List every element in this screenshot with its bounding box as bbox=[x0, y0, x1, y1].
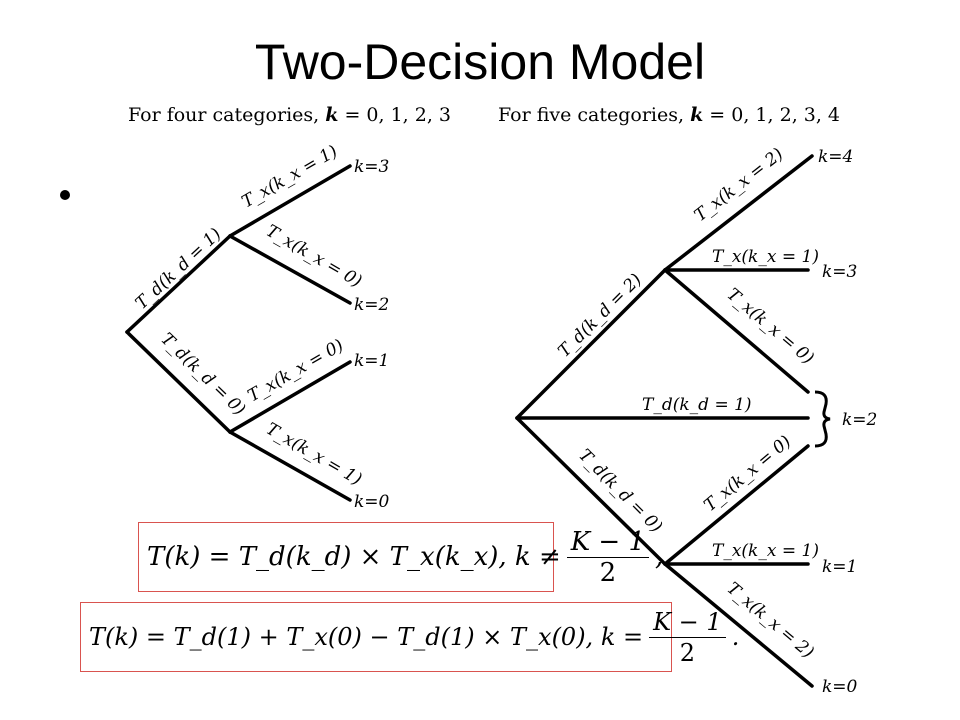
left-branch-bot-tx1 bbox=[228, 430, 352, 502]
left-leaf-1: k=1 bbox=[354, 351, 389, 371]
left-tree-caption: For four categories, k = 0, 1, 2, 3 bbox=[128, 104, 451, 126]
right-leaf-4: k=4 bbox=[818, 147, 853, 167]
right-branch-top-tx0 bbox=[663, 268, 810, 394]
left-branch-top-tx1 bbox=[228, 164, 352, 238]
left-label-td1: T_d(k_d = 1) bbox=[132, 224, 226, 313]
right-leaf-2: k=2 bbox=[842, 410, 877, 430]
formula-2-tail: . bbox=[731, 623, 740, 651]
right-tree bbox=[515, 154, 814, 688]
formula-2-lhs: T(k) = T_d(1) + T_x(0) − T_d(1) × T_x(0)… bbox=[89, 623, 644, 651]
formula-1-tail: , bbox=[655, 542, 664, 572]
left-tree bbox=[125, 164, 352, 502]
left-caption-values: = 0, 1, 2, 3 bbox=[338, 104, 451, 126]
right-branch-td0 bbox=[515, 416, 667, 566]
right-label-bot-tx1: T_x(k_x = 1) bbox=[712, 541, 819, 561]
right-branch-td2 bbox=[515, 268, 667, 420]
right-label-bot-tx0: T_x(k_x = 0) bbox=[700, 432, 795, 516]
right-leaf-0: k=0 bbox=[822, 677, 858, 697]
right-label-td2: T_d(k_d = 2) bbox=[554, 270, 646, 362]
right-caption-var: k bbox=[690, 104, 704, 126]
left-leaf-2: k=2 bbox=[354, 295, 389, 315]
left-leaf-3: k=3 bbox=[354, 157, 389, 177]
left-caption-var: k bbox=[325, 104, 339, 126]
right-branch-top-tx2 bbox=[663, 154, 814, 272]
right-leaf-3: k=3 bbox=[822, 262, 857, 282]
right-branch-bot-tx0 bbox=[663, 444, 810, 566]
right-label-td1: T_d(k_d = 1) bbox=[642, 395, 752, 415]
left-caption-prefix: For four categories, bbox=[128, 104, 320, 126]
left-leaf-0: k=0 bbox=[354, 492, 390, 512]
right-tree-caption: For five categories, k = 0, 1, 2, 3, 4 bbox=[498, 104, 840, 126]
right-label-top-tx1: T_x(k_x = 1) bbox=[712, 247, 819, 267]
right-label-top-tx0: T_x(k_x = 0) bbox=[723, 285, 818, 369]
formula-1-lhs: T(k) = T_d(k_d) × T_x(k_x), k ≠ bbox=[147, 542, 561, 572]
formula-1-numerator: K − 1 bbox=[566, 527, 650, 558]
formula-2-denominator: 2 bbox=[679, 638, 696, 667]
formula-1-fraction: K − 1 2 bbox=[566, 527, 650, 588]
bullet-point bbox=[60, 190, 70, 200]
curly-brace-icon bbox=[814, 390, 831, 448]
formula-2-fraction: K − 1 2 bbox=[649, 607, 726, 668]
slide-title: Two-Decision Model bbox=[254, 34, 706, 90]
right-leaf-1: k=1 bbox=[822, 557, 857, 577]
formula-2-numerator: K − 1 bbox=[649, 607, 726, 638]
left-branch-bot-tx0 bbox=[228, 360, 352, 434]
right-caption-prefix: For five categories, bbox=[498, 104, 685, 126]
left-branch-top-tx0 bbox=[228, 234, 352, 305]
right-caption-values: = 0, 1, 2, 3, 4 bbox=[703, 104, 841, 126]
formula-box-1: T(k) = T_d(k_d) × T_x(k_x), k ≠ K − 1 2 … bbox=[138, 522, 663, 592]
left-branch-td1 bbox=[125, 234, 232, 334]
left-branch-td0 bbox=[125, 330, 232, 434]
formula-box-2: T(k) = T_d(1) + T_x(0) − T_d(1) × T_x(0)… bbox=[80, 602, 739, 672]
right-branch-bot-tx2 bbox=[663, 562, 814, 688]
formula-1-denominator: 2 bbox=[599, 557, 617, 588]
right-label-td0: T_d(k_d = 0) bbox=[574, 445, 666, 537]
